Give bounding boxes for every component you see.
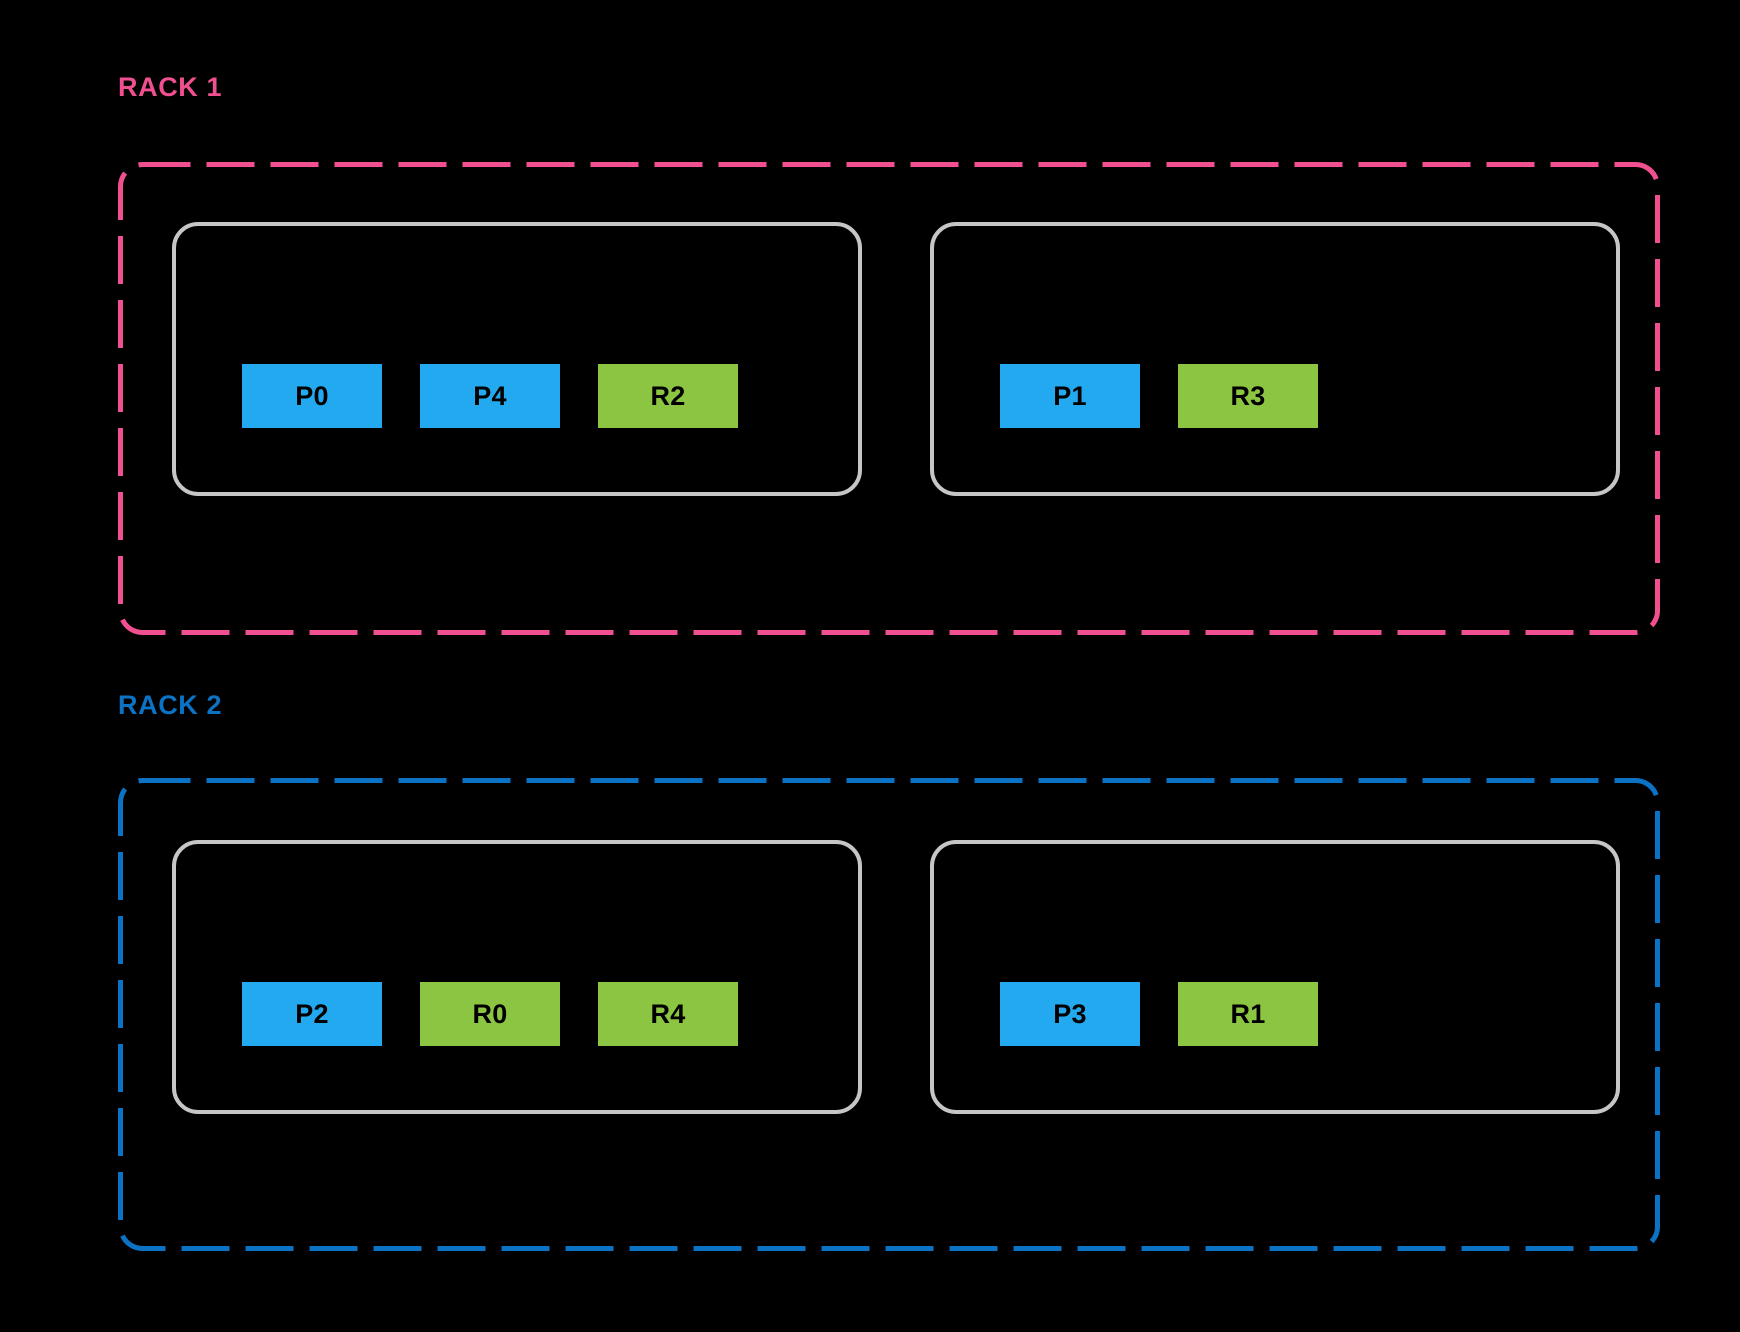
replica-box[interactable]: R2 bbox=[598, 364, 738, 428]
rack-label-2: RACK 2 bbox=[118, 690, 223, 720]
host-container[interactable] bbox=[930, 840, 1620, 1114]
replica-box[interactable]: R0 bbox=[420, 982, 560, 1046]
host-slot-row: P1 R3 bbox=[1000, 364, 1318, 428]
host-container[interactable] bbox=[172, 222, 862, 496]
host-slot-row: P0 P4 R2 bbox=[242, 364, 738, 428]
host-slot-row: P3 R1 bbox=[1000, 982, 1318, 1046]
partition-box[interactable]: P4 bbox=[420, 364, 560, 428]
host-container[interactable] bbox=[172, 840, 862, 1114]
replica-box[interactable]: R4 bbox=[598, 982, 738, 1046]
host-container[interactable] bbox=[930, 222, 1620, 496]
partition-box[interactable]: P0 bbox=[242, 364, 382, 428]
partition-box[interactable]: P1 bbox=[1000, 364, 1140, 428]
partition-box[interactable]: P3 bbox=[1000, 982, 1140, 1046]
host-slot-row: P2 R0 R4 bbox=[242, 982, 738, 1046]
replica-box[interactable]: R1 bbox=[1178, 982, 1318, 1046]
partition-box[interactable]: P2 bbox=[242, 982, 382, 1046]
rack-label-1: RACK 1 bbox=[118, 72, 223, 102]
replica-box[interactable]: R3 bbox=[1178, 364, 1318, 428]
